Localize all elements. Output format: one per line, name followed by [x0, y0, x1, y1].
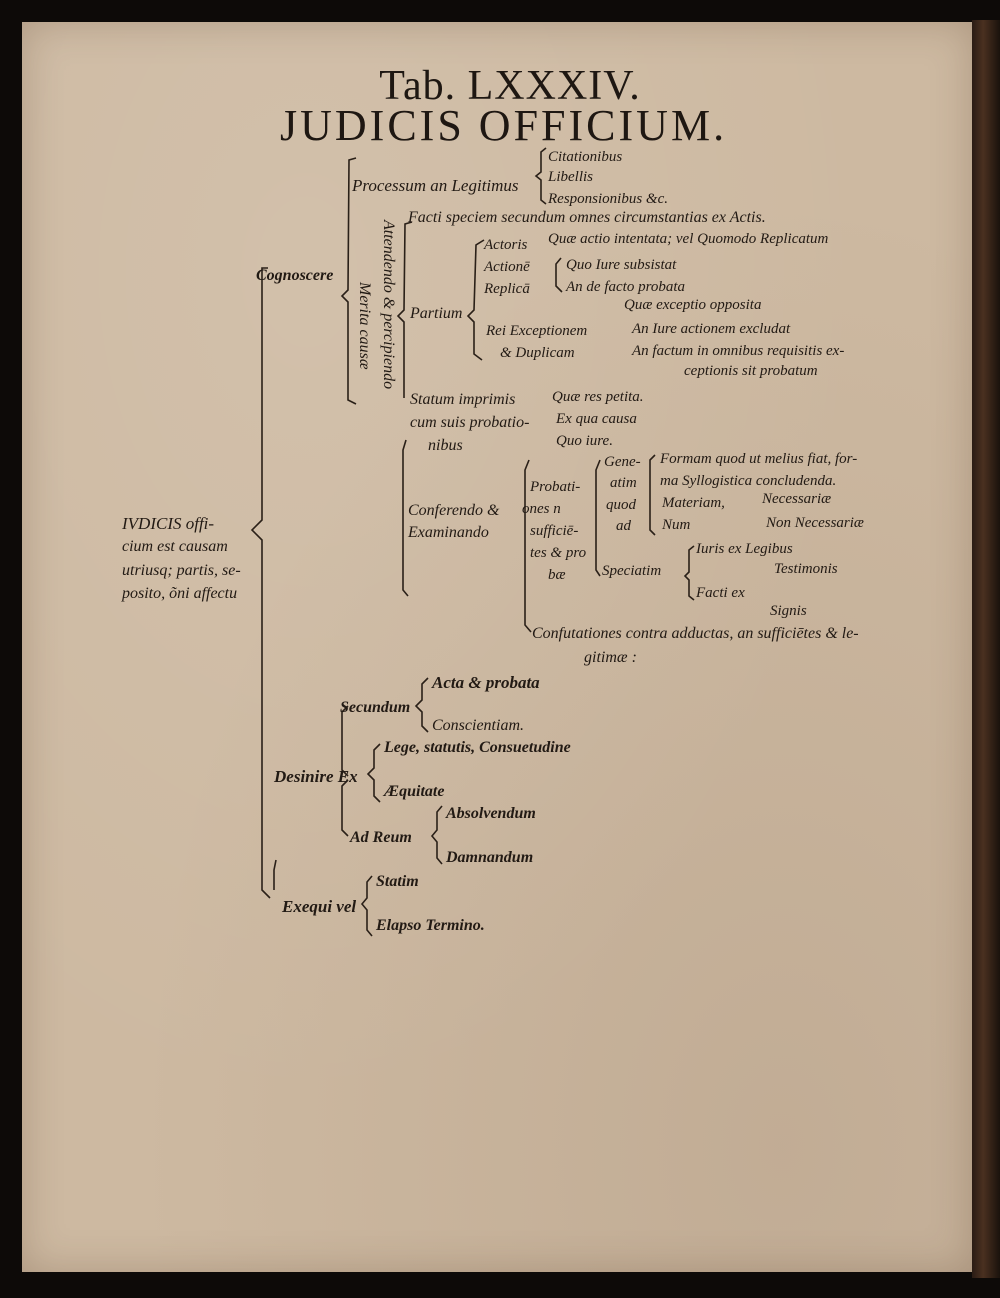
- rei-item-1: Quæ exceptio opposita: [624, 297, 762, 313]
- speciatim-label: Speciatim: [602, 563, 662, 579]
- probationes-line-2: ones n: [522, 501, 561, 517]
- facti-speciem: Facti speciem secundum omnes circumstant…: [408, 209, 766, 226]
- secundum-item-2: Conscientiam.: [432, 717, 524, 734]
- rei-item-3: An factum in omnibus requisitis ex-: [632, 343, 845, 359]
- forma-line-2: ma Syllogistica concludenda.: [660, 473, 837, 489]
- actoris-label-3: Replicā: [484, 281, 530, 297]
- root-line-3: utriusq; partis, se-: [122, 562, 241, 579]
- ex-item-2: Æquitate: [384, 783, 445, 800]
- confutationes-line-2: gitimæ :: [584, 649, 637, 666]
- actoris-item-2: Quo Iure subsistat: [566, 257, 677, 273]
- probationes-line-4: tes & pro: [530, 545, 587, 561]
- conferendo-line-2: Examinando: [408, 524, 489, 541]
- exequi-item-2: Elapso Termino.: [376, 917, 485, 934]
- generatim-line-3: quod: [606, 497, 636, 513]
- processum-item-3: Responsionibus &c.: [548, 191, 668, 207]
- merita-label: Merita causæ: [356, 282, 373, 370]
- testimonia-label: Testimonis: [774, 561, 838, 577]
- secundum-label: Secundum: [340, 699, 411, 716]
- generatim-line-1: Gene-: [604, 454, 641, 470]
- conferendo-line-1: Conferendo &: [408, 502, 500, 519]
- attendendo-label: Attendendo & percipiendo: [380, 220, 397, 390]
- ad-reum-item-2: Damnandum: [446, 849, 534, 866]
- rei-item-4: ceptionis sit probatum: [684, 363, 818, 379]
- ad-reum-item-1: Absolvendum: [446, 805, 536, 822]
- iuris-label: Iuris ex Legibus: [696, 541, 793, 557]
- actoris-label-2: Actionē: [484, 259, 530, 275]
- statum-line-3: nibus: [428, 437, 463, 454]
- book-edge: [972, 20, 1000, 1278]
- statum-item-1: Quæ res petita.: [552, 389, 644, 405]
- book-page: [22, 22, 972, 1272]
- actoris-item-1: Quæ actio intentata; vel Quomodo Replica…: [548, 231, 829, 247]
- actoris-label-1: Actoris: [484, 237, 528, 253]
- definire-label: Desinire Ex: [274, 767, 358, 786]
- confutationes-line-1: Confutationes contra adductas, an suffic…: [532, 625, 859, 642]
- materiam-label: Materiam,: [662, 495, 725, 511]
- table-number: Tab. LXXXIV.: [379, 63, 641, 109]
- partium-label: Partium: [410, 305, 463, 322]
- rei-label-1: Rei Exceptionem: [486, 323, 588, 339]
- root-line-2: cium est causam: [122, 538, 228, 555]
- root-line-4: posito, õni affectu: [122, 585, 238, 602]
- statum-line-1: Statum imprimis: [410, 391, 516, 408]
- actoris-item-3: An de facto probata: [566, 279, 686, 295]
- generatim-line-2: atim: [610, 475, 637, 491]
- facti-ex-label: Facti ex: [696, 585, 745, 601]
- statum-line-2: cum suis probatio-: [410, 414, 530, 431]
- processum-label: Processum an Legitimus: [352, 176, 519, 195]
- probationes-line-1: Probati-: [530, 479, 581, 495]
- non-necessariae-label: Non Necessariæ: [766, 515, 864, 531]
- probationes-line-3: sufficiē-: [530, 523, 579, 539]
- necessariae-label: Necessariæ: [762, 491, 832, 507]
- root-line-1: IVDICIS offi-: [122, 514, 215, 533]
- forma-line-1: Formam quod ut melius fiat, for-: [660, 451, 858, 467]
- statum-item-2: Ex qua causa: [556, 411, 637, 427]
- rei-label-2: & Duplicam: [500, 345, 575, 361]
- statum-item-3: Quo iure.: [556, 433, 613, 449]
- secundum-item-1: Acta & probata: [432, 673, 540, 692]
- processum-item-2: Libellis: [548, 169, 594, 185]
- cognoscere-label: Cognoscere: [256, 267, 334, 284]
- page-title: JUDICIS OFFICIUM.: [280, 101, 728, 150]
- ex-item-1: Lege, statutis, Consuetudine: [384, 739, 571, 756]
- exequi-label: Exequi vel: [282, 897, 357, 916]
- signis-label: Signis: [770, 603, 807, 619]
- rei-item-2: An Iure actionem excludat: [632, 321, 791, 337]
- probationes-line-5: bæ: [548, 567, 566, 583]
- generatim-line-4: ad: [616, 518, 631, 534]
- ad-reum-label: Ad Reum: [350, 829, 412, 846]
- num-label: Num: [662, 517, 691, 533]
- exequi-item-1: Statim: [376, 873, 419, 890]
- processum-item-1: Citationibus: [548, 149, 623, 165]
